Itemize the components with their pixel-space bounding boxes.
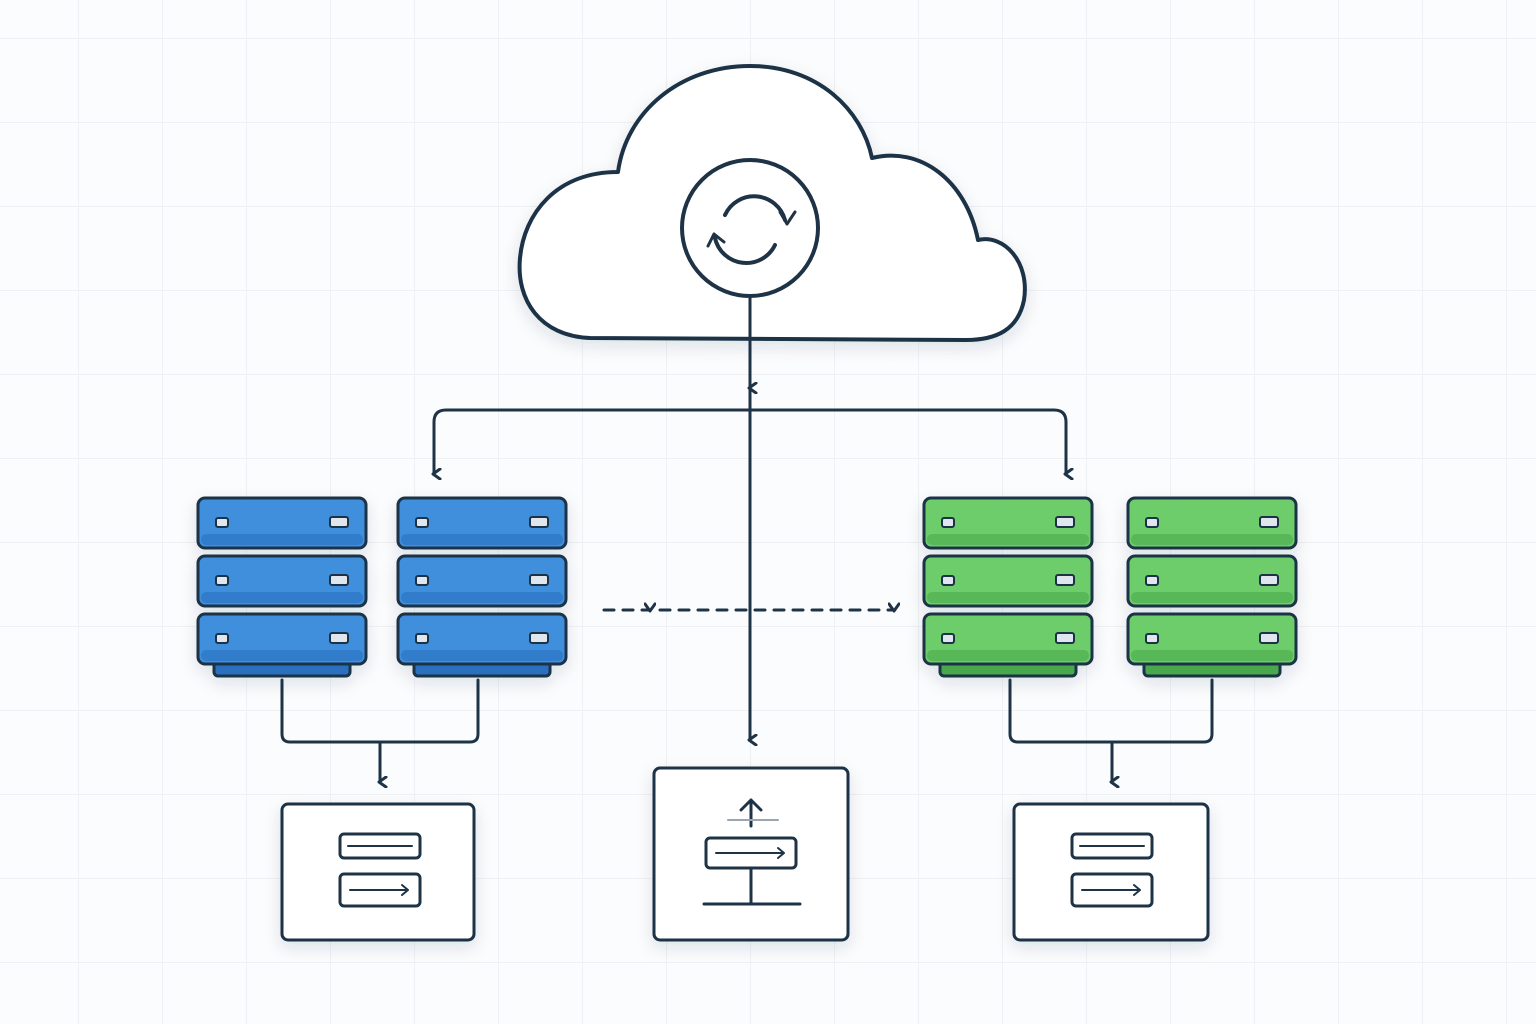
sync-circle [680,158,820,298]
server-unit-shade [401,650,563,661]
green-cluster-rack-2 [1126,496,1298,678]
status-led-icon [941,575,955,586]
server-unit-shade [201,534,363,545]
cloud [517,64,1027,342]
blue-cluster-to-left-box-line [280,678,480,744]
junction-to-blue-cluster-line [434,408,752,474]
status-led-icon [415,517,429,528]
status-led-icon [215,575,229,586]
junction-to-green-cluster-line [748,408,1066,474]
storage-list-icon [338,832,422,908]
status-led-icon [215,633,229,644]
green-cluster-to-right-box-line [1008,678,1214,744]
drive-slot-icon [1259,516,1279,528]
drive-slot-icon [1055,574,1075,586]
server-unit-shade [401,592,563,603]
drive-slot-icon [1259,574,1279,586]
storage-list-icon [1070,832,1154,908]
drive-slot-icon [1055,632,1075,644]
left-box-frame [280,802,476,942]
server-unit-shade [401,534,563,545]
green-cluster-rack-1 [922,496,1094,678]
status-led-icon [215,517,229,528]
green-cluster [922,496,1298,678]
connectors [280,294,1214,782]
status-led-icon [1145,633,1159,644]
server-unit-shade [1131,650,1293,661]
status-led-icon [941,633,955,644]
status-led-icon [941,517,955,528]
drive-slot-icon [529,574,549,586]
server-unit-shade [1131,592,1293,603]
right-storage-box [1012,802,1210,942]
server-unit-shade [927,592,1089,603]
status-led-icon [415,633,429,644]
upload-terminal-icon [702,798,802,906]
drive-slot-icon [529,632,549,644]
drive-slot-icon [1055,516,1075,528]
sync-icon [706,194,797,265]
left-storage-box [280,802,476,942]
blue-cluster-rack-1 [196,496,368,678]
drive-slot-icon [329,516,349,528]
status-led-icon [1145,575,1159,586]
drive-slot-icon [329,574,349,586]
server-racks [196,496,1298,678]
server-unit-shade [927,534,1089,545]
server-unit-shade [927,650,1089,661]
drive-slot-icon [1259,632,1279,644]
blue-cluster-rack-2 [396,496,568,678]
drive-slot-icon [529,516,549,528]
blue-cluster [196,496,568,678]
drive-slot-icon [329,632,349,644]
center-upload-box [652,766,850,942]
right-box-frame [1012,802,1210,942]
server-unit-shade [1131,534,1293,545]
status-led-icon [1145,517,1159,528]
server-unit-shade [201,650,363,661]
status-led-icon [415,575,429,586]
server-unit-shade [201,592,363,603]
